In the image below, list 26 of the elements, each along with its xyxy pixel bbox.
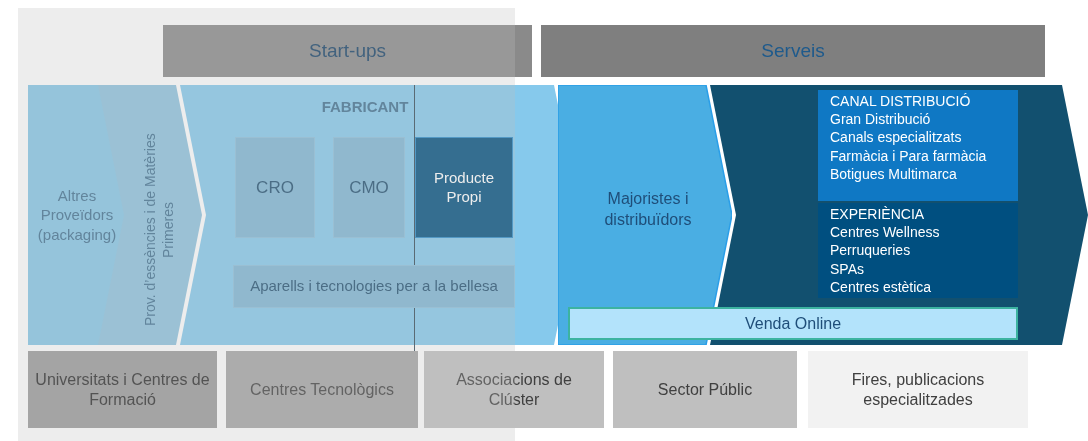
channel-panel	[818, 90, 1018, 201]
channel-bar: Venda Online	[568, 307, 1018, 340]
list-item: SPAs	[830, 259, 864, 278]
list-item: Canals especialitzats	[830, 128, 962, 147]
stage-card: Producte Propi	[415, 137, 513, 238]
list-item: Botigues Multimarca	[830, 164, 957, 183]
stage-card: Universitats i Centres de Formació	[28, 351, 217, 428]
stage-label: Majoristes i distribuïdors	[603, 189, 693, 230]
stage-card: Centres Tecnològics	[226, 351, 418, 428]
stage-card: CMO	[333, 137, 405, 238]
stage-card: CRO	[235, 137, 315, 238]
panel-heading: CANAL DISTRIBUCIÓ	[830, 92, 971, 111]
stage-label: Altres Proveïdors (packaging)	[36, 185, 118, 245]
list-item: Farmàcia i Para farmàcia	[830, 146, 987, 165]
stage-card: Fires, publicacions especialitzades	[808, 351, 1028, 428]
list-item: Centres Wellness	[830, 223, 940, 242]
category-band: Start-ups	[163, 25, 532, 77]
stage-card: Aparells i tecnologies per a la bellesa	[233, 265, 515, 308]
stage-card: Sector Públic	[613, 351, 797, 428]
stage-card: Associacions de Clúster	[424, 351, 604, 428]
stage-label: FABRICANT	[320, 97, 410, 118]
list-item: Perruqueries	[830, 241, 911, 260]
list-item: Centres estètica	[830, 277, 932, 296]
category-band: Serveis	[541, 25, 1045, 77]
panel-heading: EXPERIÈNCIA	[830, 205, 925, 224]
list-item: Gran Distribució	[830, 110, 931, 129]
